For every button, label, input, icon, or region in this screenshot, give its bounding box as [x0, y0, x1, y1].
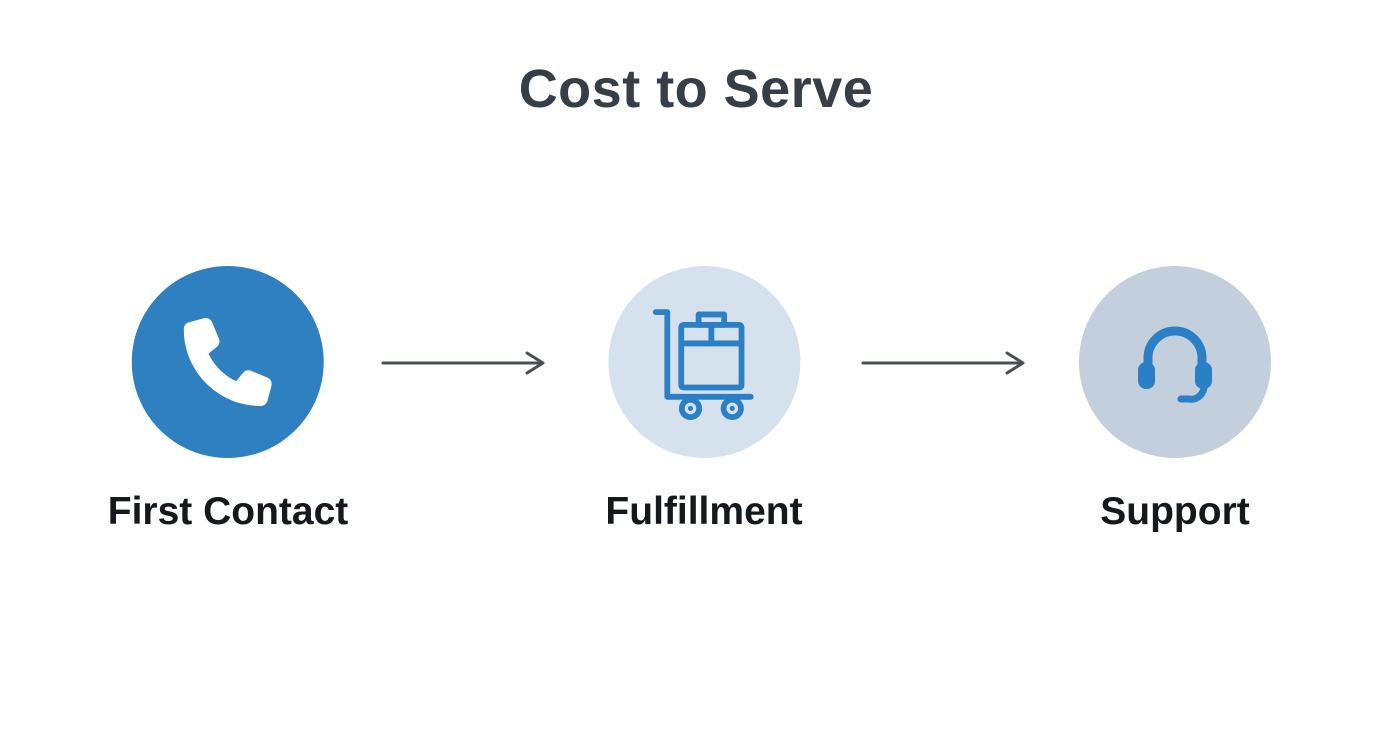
support-circle: [1079, 266, 1271, 458]
node-label: Fulfillment: [605, 490, 803, 533]
flow-arrow-1: [381, 351, 545, 375]
phone-icon: [183, 318, 272, 406]
diagram-title: Cost to Serve: [518, 59, 874, 119]
node-first-contact: First Contact: [107, 266, 349, 534]
first-contact-circle: [131, 266, 324, 458]
fulfillment-circle: [608, 266, 800, 458]
node-support: Support: [1079, 266, 1271, 534]
node-fulfillment: Fulfillment: [605, 266, 803, 534]
headset-icon: [1138, 326, 1212, 403]
node-label: First Contact: [107, 490, 349, 533]
flow-arrow-2: [861, 351, 1025, 375]
cart-box-icon: [652, 309, 754, 420]
node-label: Support: [1100, 490, 1250, 533]
